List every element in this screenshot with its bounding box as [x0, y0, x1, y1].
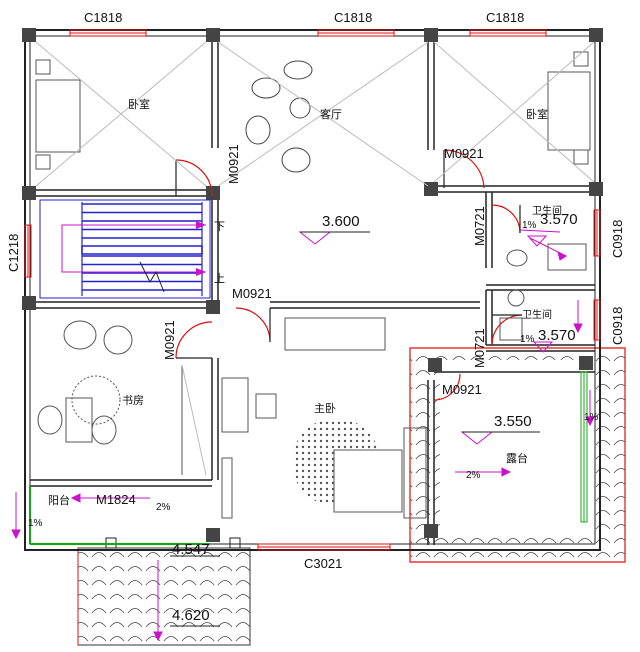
lower-stair-tile-area: [77, 547, 251, 646]
window-label-left: C1218: [6, 234, 21, 272]
elevation-hall: 3.600: [322, 213, 360, 230]
slope-balcony-left: 1%: [28, 518, 43, 529]
balcony-door-label: M1824: [96, 492, 136, 507]
elevation-bath-upper: 3.570: [540, 211, 578, 228]
room-label-bedroom-right: 卧室: [526, 107, 548, 121]
door-label-bedroom-left: M0921: [226, 144, 241, 184]
stair-down-label: 下: [214, 221, 225, 233]
bedroom-left-furniture: [35, 41, 207, 187]
window-label-top-left: C1818: [84, 10, 122, 25]
room-label-living: 客厅: [320, 107, 342, 121]
structural-columns: [22, 28, 603, 549]
slope-bath-upper: 1%: [522, 220, 537, 231]
door-label-study: M0921: [162, 320, 177, 360]
window-label-top-mid: C1818: [334, 10, 372, 25]
slope-terrace: 2%: [466, 470, 481, 481]
door-label-living: M0921: [444, 146, 484, 161]
room-label-bath-lower: 卫生间: [522, 308, 552, 321]
window-marks: [24, 29, 601, 551]
window-label-right-lower: C0918: [610, 307, 625, 345]
terrace-tile-area: [409, 347, 626, 563]
window-label-bottom: C3021: [304, 556, 342, 571]
study-furniture: [37, 320, 207, 476]
elevation-lower2: 4.620: [172, 607, 210, 624]
door-label-stair: M0921: [232, 286, 272, 301]
room-label-bath-upper: 卫生间: [532, 204, 562, 217]
slope-balcony: 2%: [156, 502, 171, 513]
staircase: [39, 199, 211, 299]
door-swings: [175, 149, 523, 401]
elevation-lower1: 4.547: [172, 541, 210, 558]
door-label-bath-lower: M0721: [472, 328, 487, 368]
bedroom-right-furniture: [433, 41, 595, 183]
slope-arrows: [11, 229, 595, 642]
window-label-right-upper: C0918: [610, 220, 625, 258]
slope-terrace-right: 1%: [584, 412, 599, 423]
interior-walls: [30, 36, 595, 545]
door-label-terrace: M0921: [442, 382, 482, 397]
bathroom-fixtures: [499, 243, 587, 341]
living-room-furniture: [217, 41, 429, 187]
elevation-bath-lower: 3.570: [538, 327, 576, 344]
room-label-terrace: 露台: [506, 451, 528, 465]
elevation-marks: [170, 231, 554, 627]
elevation-terrace: 3.550: [494, 413, 532, 430]
room-label-balcony: 阳台: [48, 493, 70, 507]
stair-up-label: 上: [214, 272, 225, 285]
door-label-bath-upper: M0721: [472, 206, 487, 246]
room-label-master: 主卧: [314, 402, 336, 415]
room-label-bedroom-left: 卧室: [128, 97, 150, 111]
master-bedroom-furniture: [221, 317, 427, 519]
slope-bath-lower: 1%: [520, 334, 535, 345]
room-label-study: 书房: [122, 394, 144, 407]
window-label-top-right: C1818: [486, 10, 524, 25]
